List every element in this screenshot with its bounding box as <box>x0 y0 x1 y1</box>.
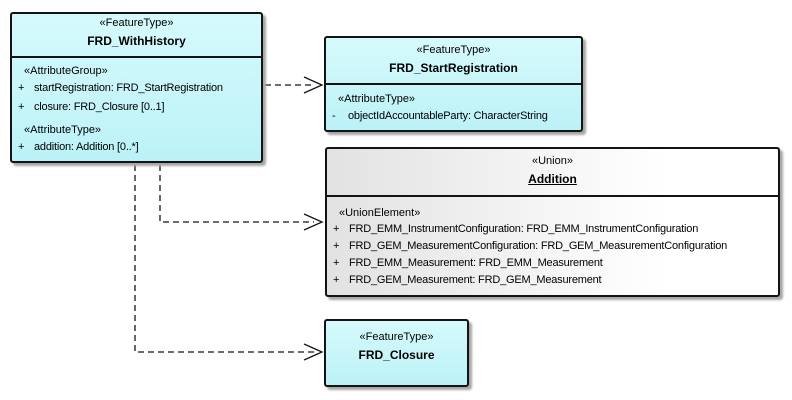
visibility-prefix: + <box>18 82 25 94</box>
class-header: «FeatureType» FRD_Closure <box>326 321 467 364</box>
stereotype-label: «FeatureType» <box>416 44 491 56</box>
section-stereotype: «AttributeType» <box>24 124 102 136</box>
attribute-text: closure: FRD_Closure [0..1] <box>34 101 165 113</box>
class-header: «FeatureType» FRD_StartRegistration <box>326 38 581 85</box>
dependency-arrow-to-addition[interactable] <box>159 165 324 231</box>
class-name: FRD_StartRegistration <box>389 61 518 75</box>
attribute-text: addition: Addition [0..*] <box>34 141 139 153</box>
attribute-row: + addition: Addition [0..*] <box>12 138 261 157</box>
class-box-frd-closure[interactable]: «FeatureType» FRD_Closure <box>324 319 469 387</box>
attribute-row: + closure: FRD_Closure [0..1] <box>12 98 261 117</box>
visibility-prefix: + <box>18 101 25 113</box>
section-stereotype: «AttributeType» <box>338 93 416 105</box>
class-header: «FeatureType» FRD_WithHistory <box>12 14 261 58</box>
dependency-arrow-to-frd-closure[interactable] <box>134 165 324 361</box>
attribute-text: FRD_EMM_Measurement: FRD_EMM_Measurement <box>349 257 603 269</box>
attribute-text: FRD_GEM_MeasurementConfiguration: FRD_GE… <box>349 240 728 252</box>
attribute-row: + FRD_EMM_Measurement: FRD_EMM_Measureme… <box>327 255 778 272</box>
stereotype-label: «FeatureType» <box>359 331 434 343</box>
visibility-prefix: + <box>333 274 340 286</box>
section-stereotype: «UnionElement» <box>339 207 421 219</box>
stereotype-label: «Union» <box>532 155 573 167</box>
attribute-row: - objectIdAccountableParty: CharacterStr… <box>326 107 581 126</box>
class-name: Addition <box>528 172 577 186</box>
visibility-prefix: + <box>18 141 25 153</box>
visibility-prefix: - <box>332 110 336 122</box>
section-stereotype: «AttributeGroup» <box>24 65 108 77</box>
visibility-prefix: + <box>333 257 340 269</box>
attribute-row: + FRD_GEM_Measurement: FRD_GEM_Measureme… <box>327 272 778 289</box>
attribute-text: FRD_GEM_Measurement: FRD_GEM_Measurement <box>349 274 602 286</box>
visibility-prefix: + <box>333 223 340 235</box>
stereotype-label: «FeatureType» <box>99 17 174 29</box>
class-box-frd-withhistory[interactable]: «FeatureType» FRD_WithHistory «Attribute… <box>10 12 263 163</box>
dependency-arrow-to-frd-startregistration[interactable] <box>265 76 324 94</box>
attribute-row: + FRD_EMM_InstrumentConfiguration: FRD_E… <box>327 221 778 238</box>
class-box-addition[interactable]: «Union» Addition «UnionElement» + FRD_EM… <box>325 147 780 297</box>
class-name: FRD_Closure <box>358 348 435 362</box>
class-box-frd-startregistration[interactable]: «FeatureType» FRD_StartRegistration «Att… <box>324 36 583 132</box>
attribute-row: + startRegistration: FRD_StartRegistrati… <box>12 79 261 98</box>
attributes-compartment: «AttributeType» - objectIdAccountablePar… <box>326 85 581 126</box>
class-name: FRD_WithHistory <box>87 34 186 48</box>
class-header: «Union» Addition <box>327 149 778 197</box>
attributes-compartment: «UnionElement» + FRD_EMM_InstrumentConfi… <box>327 197 778 289</box>
attribute-text: FRD_EMM_InstrumentConfiguration: FRD_EMM… <box>349 223 699 235</box>
attributes-compartment: «AttributeGroup» + startRegistration: FR… <box>12 58 261 157</box>
visibility-prefix: + <box>333 240 340 252</box>
attribute-row: + FRD_GEM_MeasurementConfiguration: FRD_… <box>327 238 778 255</box>
attribute-text: startRegistration: FRD_StartRegistration <box>34 82 223 94</box>
attribute-text: objectIdAccountableParty: CharacterStrin… <box>348 110 548 122</box>
